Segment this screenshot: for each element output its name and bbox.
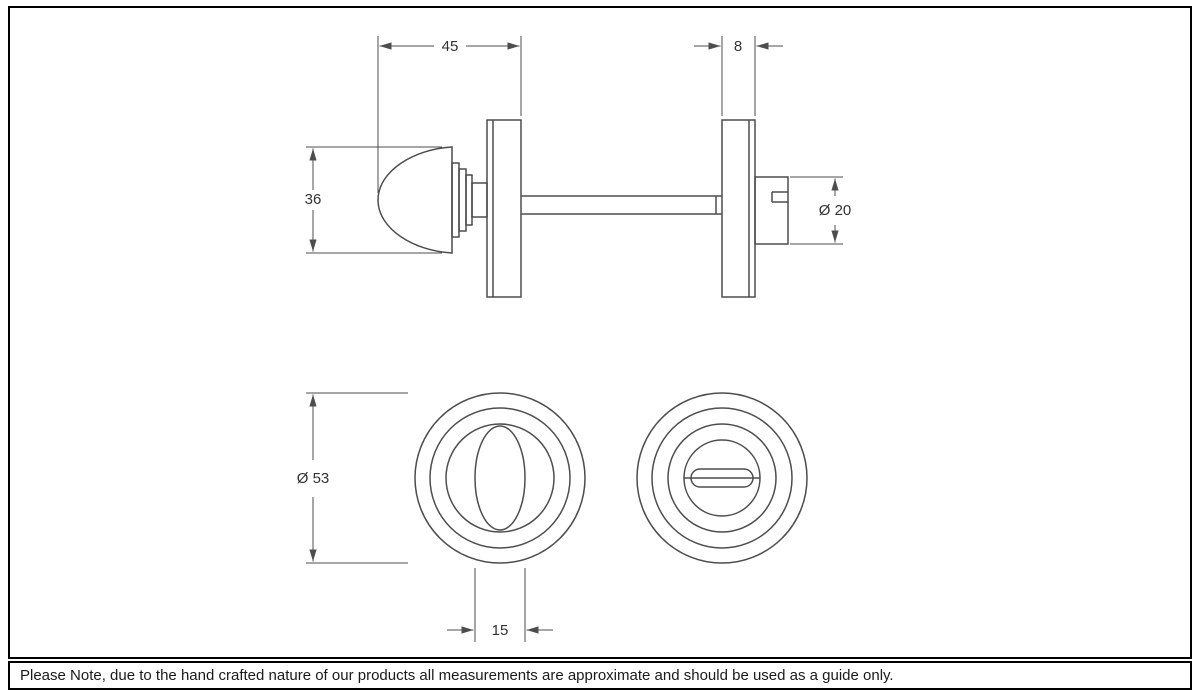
release-barrel — [754, 176, 789, 245]
knob-dome — [377, 146, 453, 254]
rose-rim-circle — [651, 407, 793, 549]
drawing-sheet: 45 8 36 — [8, 6, 1192, 659]
rose-left-side — [486, 119, 522, 298]
rose-left-outline — [486, 119, 522, 298]
rose-right-outline — [721, 119, 756, 298]
footer-note-bar: Please Note, due to the hand crafted nat… — [8, 661, 1192, 690]
dimension-rose-thickness: 8 — [694, 36, 783, 116]
knob-collar — [451, 162, 488, 238]
dim-label-overall-depth: 45 — [442, 38, 459, 55]
collar-ring — [451, 162, 460, 238]
collar-ring — [465, 174, 473, 226]
dim-label-release-diameter: Ø 20 — [819, 202, 852, 219]
dimension-turn-width: 15 — [447, 568, 553, 642]
spindle — [521, 195, 722, 215]
collar-ring — [458, 168, 467, 232]
footer-note: Please Note, due to the hand crafted nat… — [20, 667, 894, 684]
dimension-knob-height: 36 — [305, 146, 442, 254]
dimension-overall-depth: 45 — [377, 36, 522, 193]
rose-outer-circle — [414, 392, 586, 564]
dim-label-knob-height: 36 — [305, 191, 322, 208]
release-barrel-outline — [754, 176, 789, 245]
dimension-release-diameter: Ø 20 — [790, 176, 852, 245]
coin-slot — [690, 468, 754, 488]
technical-drawing-canvas: 45 8 36 — [297, 36, 852, 642]
collar-stem — [471, 182, 488, 218]
dim-label-turn-width: 15 — [492, 622, 509, 639]
side-view — [377, 119, 789, 298]
rose-boss-circle — [445, 423, 555, 533]
rose-boss-circle — [667, 423, 777, 533]
dim-label-rose-thickness: 8 — [734, 38, 742, 55]
rose-right-side — [721, 119, 756, 298]
rose-outer-circle — [636, 392, 808, 564]
dim-label-rose-diameter: Ø 53 — [297, 470, 330, 487]
front-view-coin-release — [636, 392, 808, 564]
rose-rim-circle — [429, 407, 571, 549]
thumbturn-oval — [474, 425, 526, 531]
front-view-thumbturn — [414, 392, 586, 564]
dimension-rose-diameter: Ø 53 — [297, 392, 408, 564]
